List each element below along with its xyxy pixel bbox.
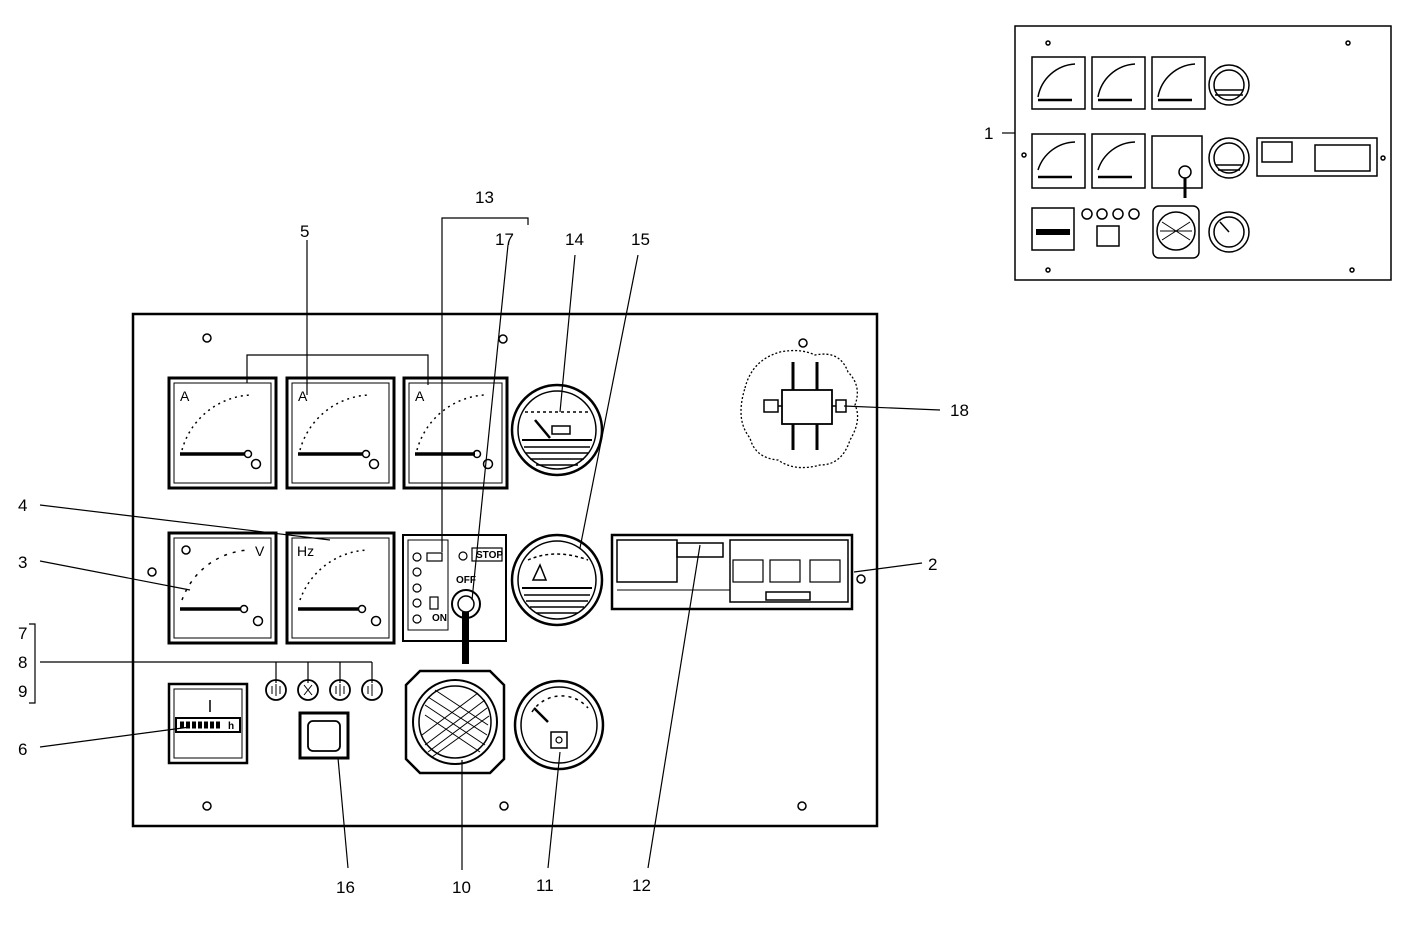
callout-16: 16 [336, 878, 355, 897]
frequency-meter [285, 531, 396, 645]
callout-7: 7 [18, 624, 27, 643]
callout-13: 13 [475, 188, 494, 207]
callout-4: 4 [18, 496, 27, 515]
callout-2: 2 [928, 555, 937, 574]
key-stop-label: STOP [476, 550, 503, 561]
callout-5: 5 [300, 222, 309, 241]
callout-6: 6 [18, 740, 27, 759]
fuse-strip [610, 533, 854, 611]
ammeter-3 [402, 376, 509, 490]
callout-15: 15 [631, 230, 650, 249]
callout-1: 1 [984, 124, 993, 143]
push-button [298, 711, 350, 760]
callout-17: 17 [495, 230, 514, 249]
key-on-label: ON [432, 613, 447, 624]
oil-pressure-gauge [510, 533, 604, 627]
callout-10: 10 [452, 878, 471, 897]
voltmeter-label: V [255, 543, 265, 559]
hour-counter-unit: h [228, 721, 234, 732]
ammeter-3-label: A [415, 388, 425, 404]
callout-11: 11 [536, 876, 554, 895]
frequency-meter-label: Hz [297, 543, 314, 559]
overview-panel [1014, 25, 1392, 281]
temperature-gauge [510, 383, 604, 477]
main-panel-outline [131, 312, 879, 828]
callout-18: 18 [950, 401, 969, 420]
callout-3: 3 [18, 553, 27, 572]
ammeter-2-label: A [298, 388, 308, 404]
callout-12: 12 [632, 876, 651, 895]
callout-14: 14 [565, 230, 584, 249]
key-switch-module [402, 534, 507, 664]
ammeter-1-label: A [180, 388, 190, 404]
horn-grille [404, 669, 506, 775]
horn-grille-mesh [421, 689, 490, 758]
callout-labels: 1 2 3 4 5 6 7 8 9 10 11 12 13 17 14 15 1… [18, 124, 993, 897]
leader-lines [29, 132, 1015, 870]
hour-counter [167, 682, 249, 765]
key-off-label: OFF [456, 575, 476, 586]
callout-8: 8 [18, 653, 27, 672]
circuit-breaker-cutaway [740, 349, 859, 469]
voltmeter [167, 531, 278, 645]
ammeter-1 [167, 376, 278, 490]
ignition-key-icon [462, 612, 469, 664]
warning-lamps [265, 679, 383, 701]
fuel-gauge [513, 679, 605, 771]
callout-9: 9 [18, 682, 27, 701]
ammeter-2 [285, 376, 396, 490]
main-panel [131, 312, 879, 828]
overview-panel-outline [1014, 25, 1392, 281]
